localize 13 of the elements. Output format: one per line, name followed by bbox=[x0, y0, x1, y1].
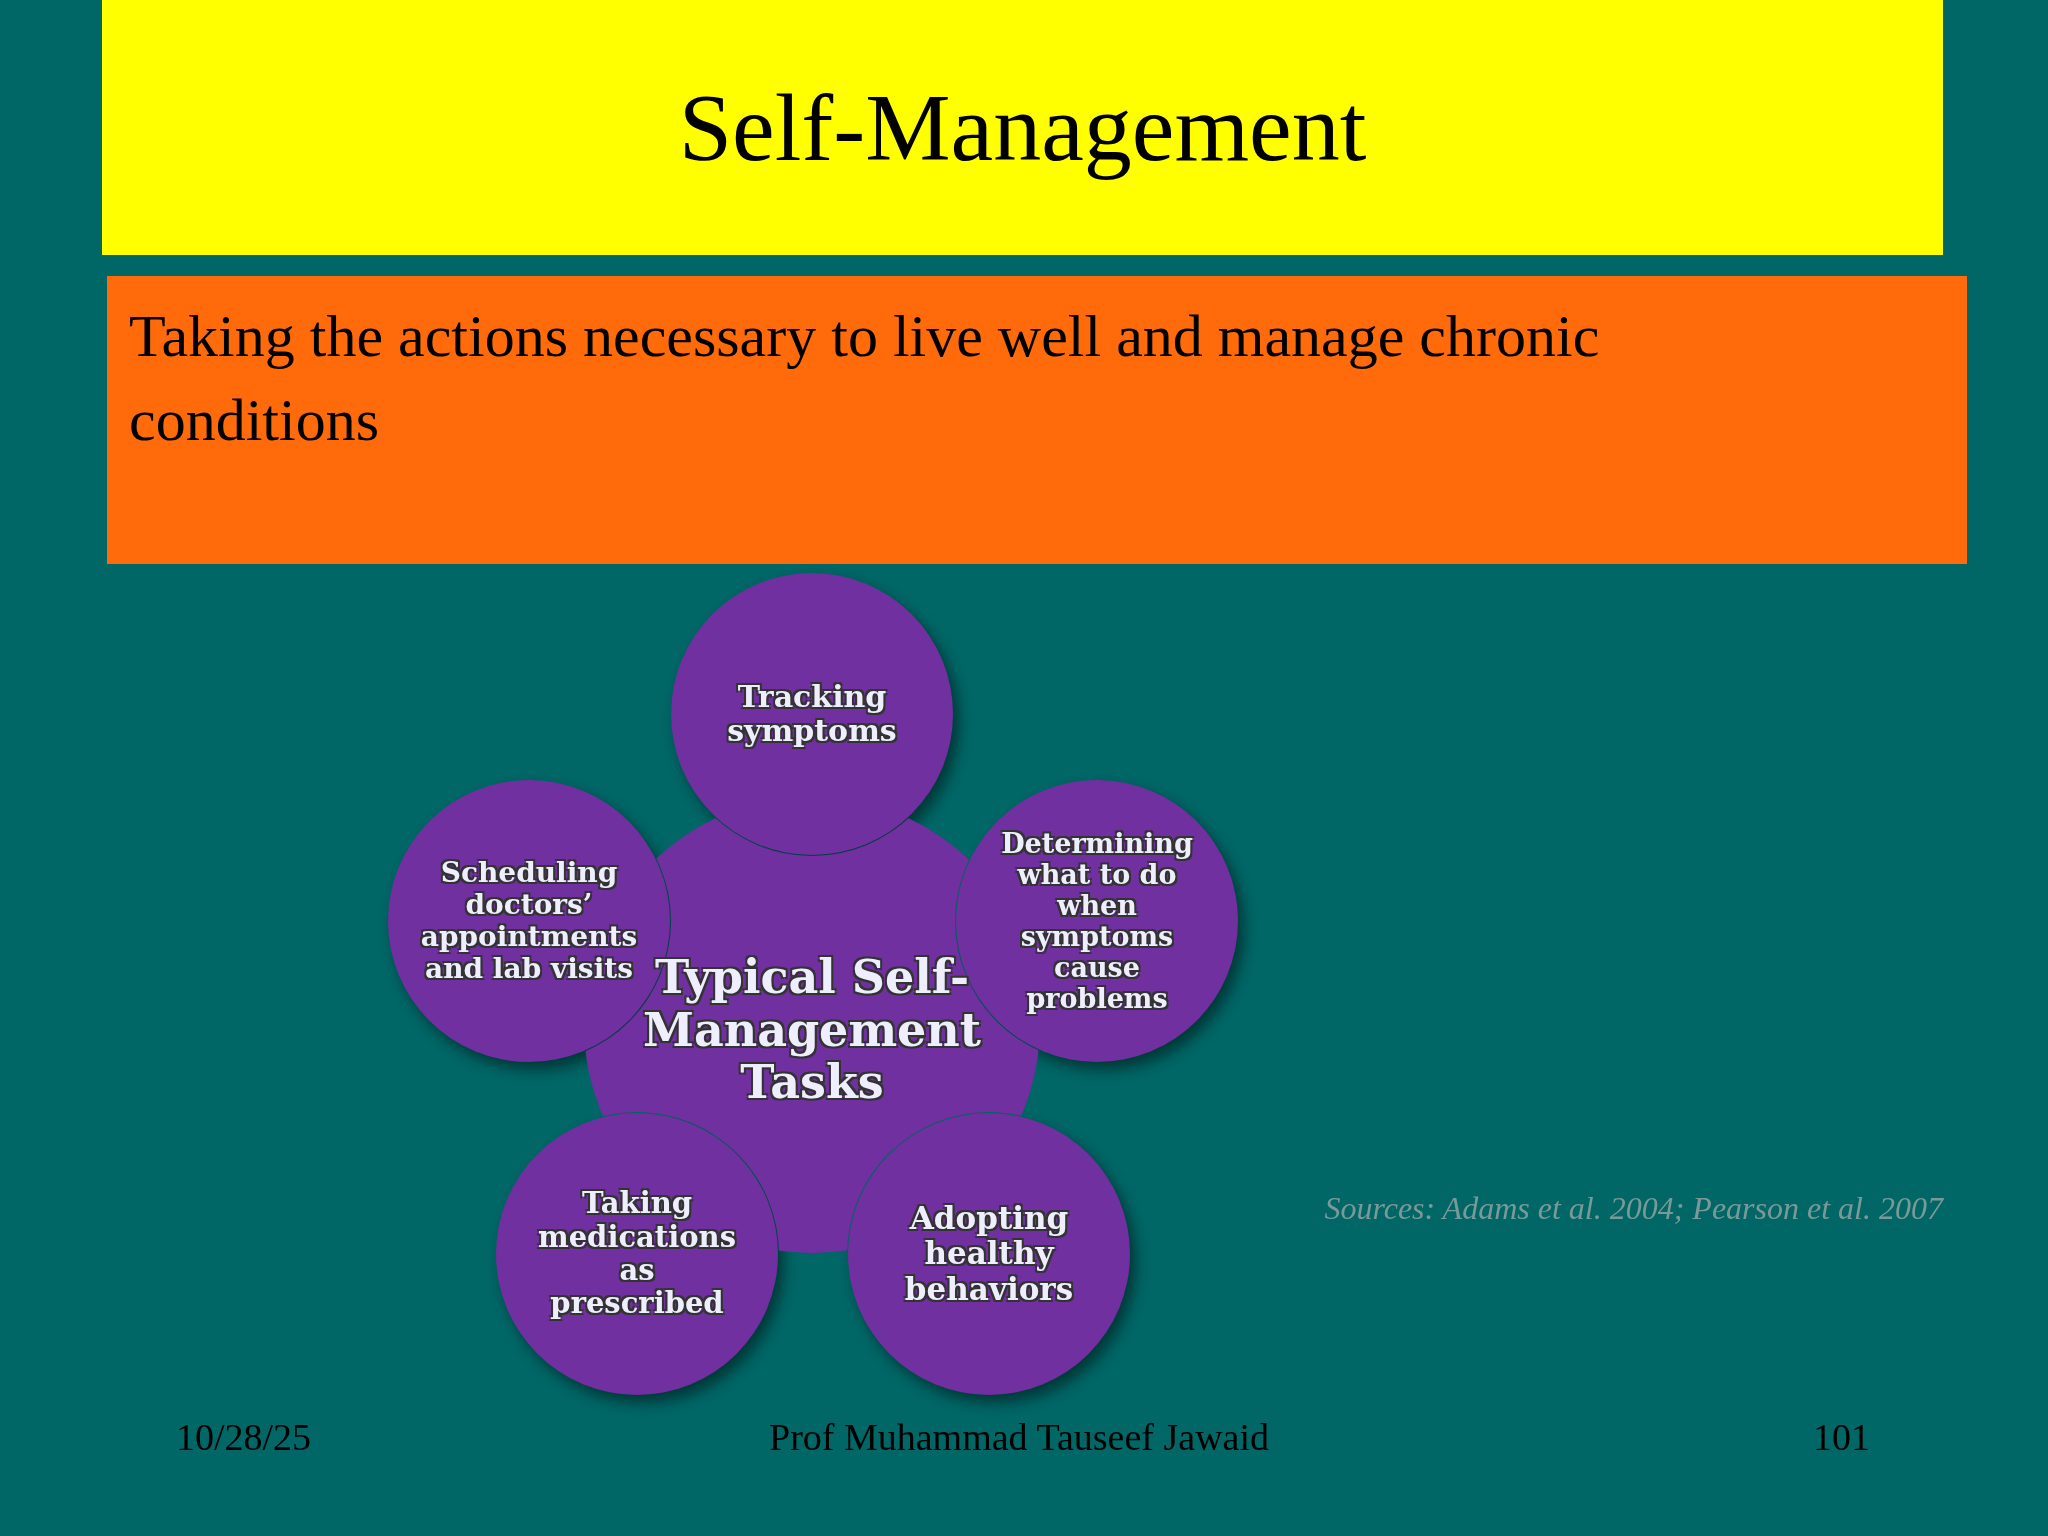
date-footer: 10/28/25 bbox=[176, 1415, 312, 1459]
author-footer: Prof Muhammad Tauseef Jawaid bbox=[769, 1415, 1269, 1459]
definition-text: Taking the actions necessary to live well and manage chronic conditions bbox=[129, 302, 1601, 455]
task-label: Determining what to do when symptoms cause problems bbox=[1000, 827, 1194, 1015]
center-label: Typical Self-Management Tasks bbox=[643, 950, 981, 1110]
task-label: Adopting healthy behaviors bbox=[903, 1200, 1075, 1308]
task-label: Taking medications as prescribed bbox=[538, 1187, 737, 1321]
page-number: 101 bbox=[1813, 1415, 1870, 1459]
definition-box bbox=[107, 276, 1967, 564]
task-label: Scheduling doctors’ appointments and lab visits bbox=[419, 856, 639, 986]
task-label: Tracking symptoms bbox=[726, 679, 898, 749]
slide-title: Self-Management bbox=[678, 73, 1367, 183]
source-note: Sources: Adams et al. 2004; Pearson et al. 2007 bbox=[1324, 1190, 1943, 1227]
